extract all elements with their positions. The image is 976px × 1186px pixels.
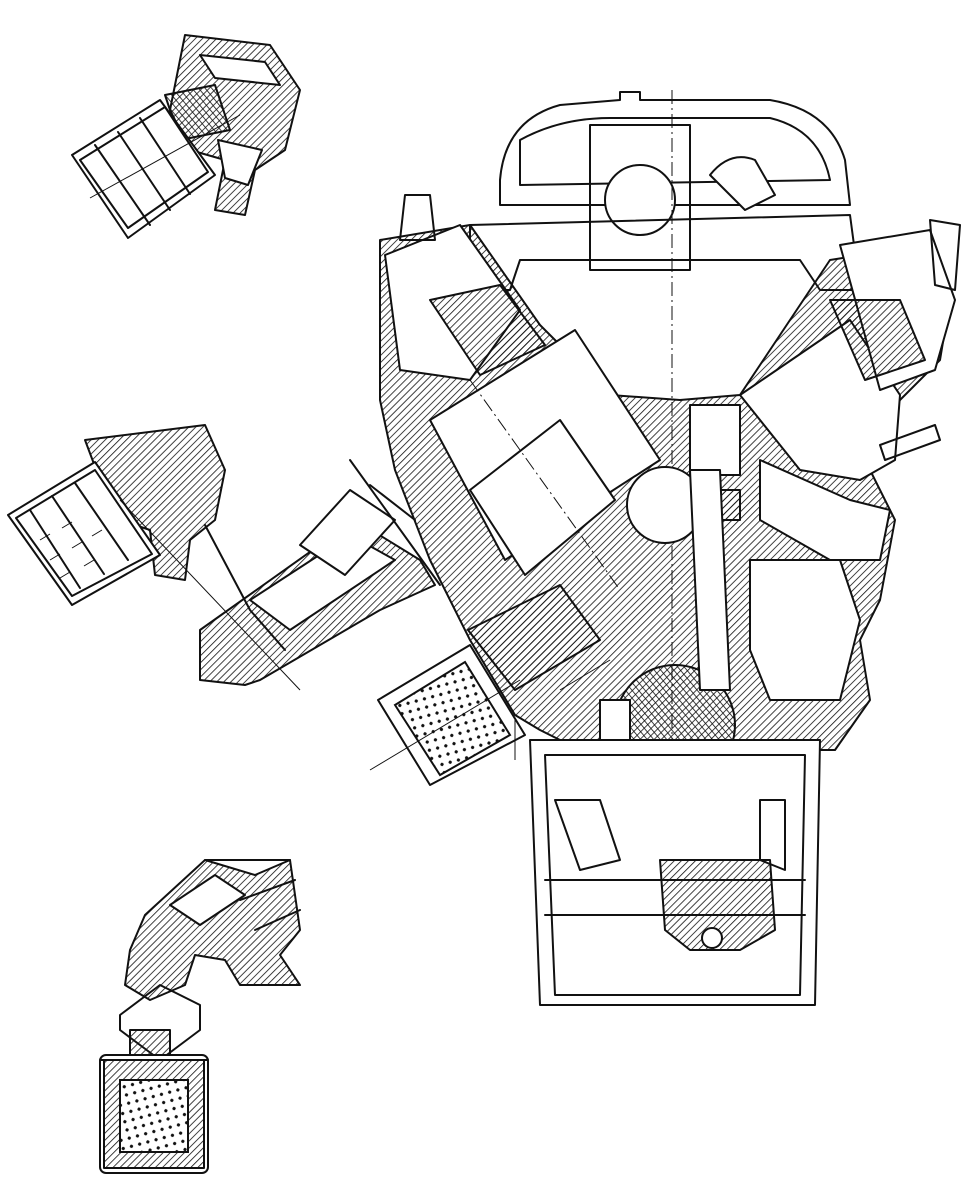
filter-detail-lower [99, 859, 301, 1174]
engine-cross-section [369, 90, 961, 1006]
filter-detail-upper [71, 34, 301, 239]
filter-detail-middle [7, 424, 441, 691]
